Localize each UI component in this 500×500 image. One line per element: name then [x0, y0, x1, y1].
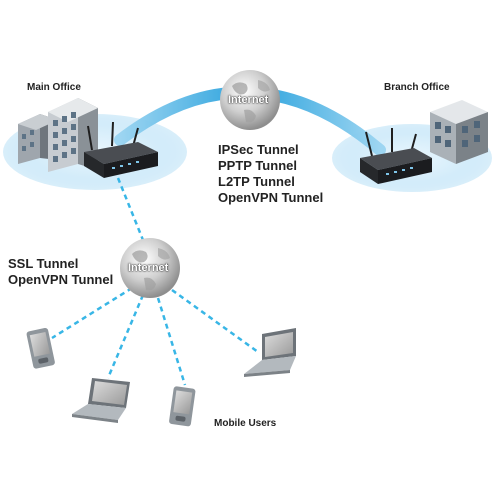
building-icon	[18, 98, 98, 172]
dashed-links	[51, 177, 259, 386]
router-icon	[84, 121, 158, 178]
remote-tunnel-list: SSL Tunnel OpenVPN Tunnel	[8, 256, 113, 288]
link-internet-to-laptop-right	[171, 288, 259, 354]
internet-mid-label: Internet	[128, 262, 169, 274]
pda-icon	[169, 386, 196, 427]
branch-office-label: Branch Office	[384, 82, 450, 93]
globe-icon	[120, 238, 180, 298]
tunnel-ipsec: IPSec Tunnel	[218, 142, 299, 157]
laptop-icon	[72, 378, 130, 423]
site-tunnel-list: IPSec Tunnel PPTP Tunnel L2TP Tunnel Ope…	[218, 142, 323, 206]
mobile-users-label: Mobile Users	[214, 418, 277, 429]
laptop-icon	[244, 328, 296, 377]
tunnel-openvpn: OpenVPN Tunnel	[218, 190, 324, 205]
tunnel-openvpn-remote: OpenVPN Tunnel	[8, 272, 114, 287]
tunnel-ssl: SSL Tunnel	[8, 256, 79, 271]
tunnel-pptp: PPTP Tunnel	[218, 158, 297, 173]
pda-icon	[26, 327, 55, 369]
link-internet-to-pda-left	[51, 286, 133, 340]
globe-icon	[220, 70, 280, 130]
link-router-to-internet	[116, 177, 147, 246]
main-office-label: Main Office	[27, 82, 81, 93]
link-internet-to-pda-center	[156, 297, 187, 386]
tunnel-l2tp: L2TP Tunnel	[218, 174, 295, 189]
internet-top-label: Internet	[228, 94, 269, 106]
link-internet-to-laptop-left	[106, 294, 145, 379]
router-icon	[360, 128, 432, 184]
building-icon	[430, 100, 488, 164]
